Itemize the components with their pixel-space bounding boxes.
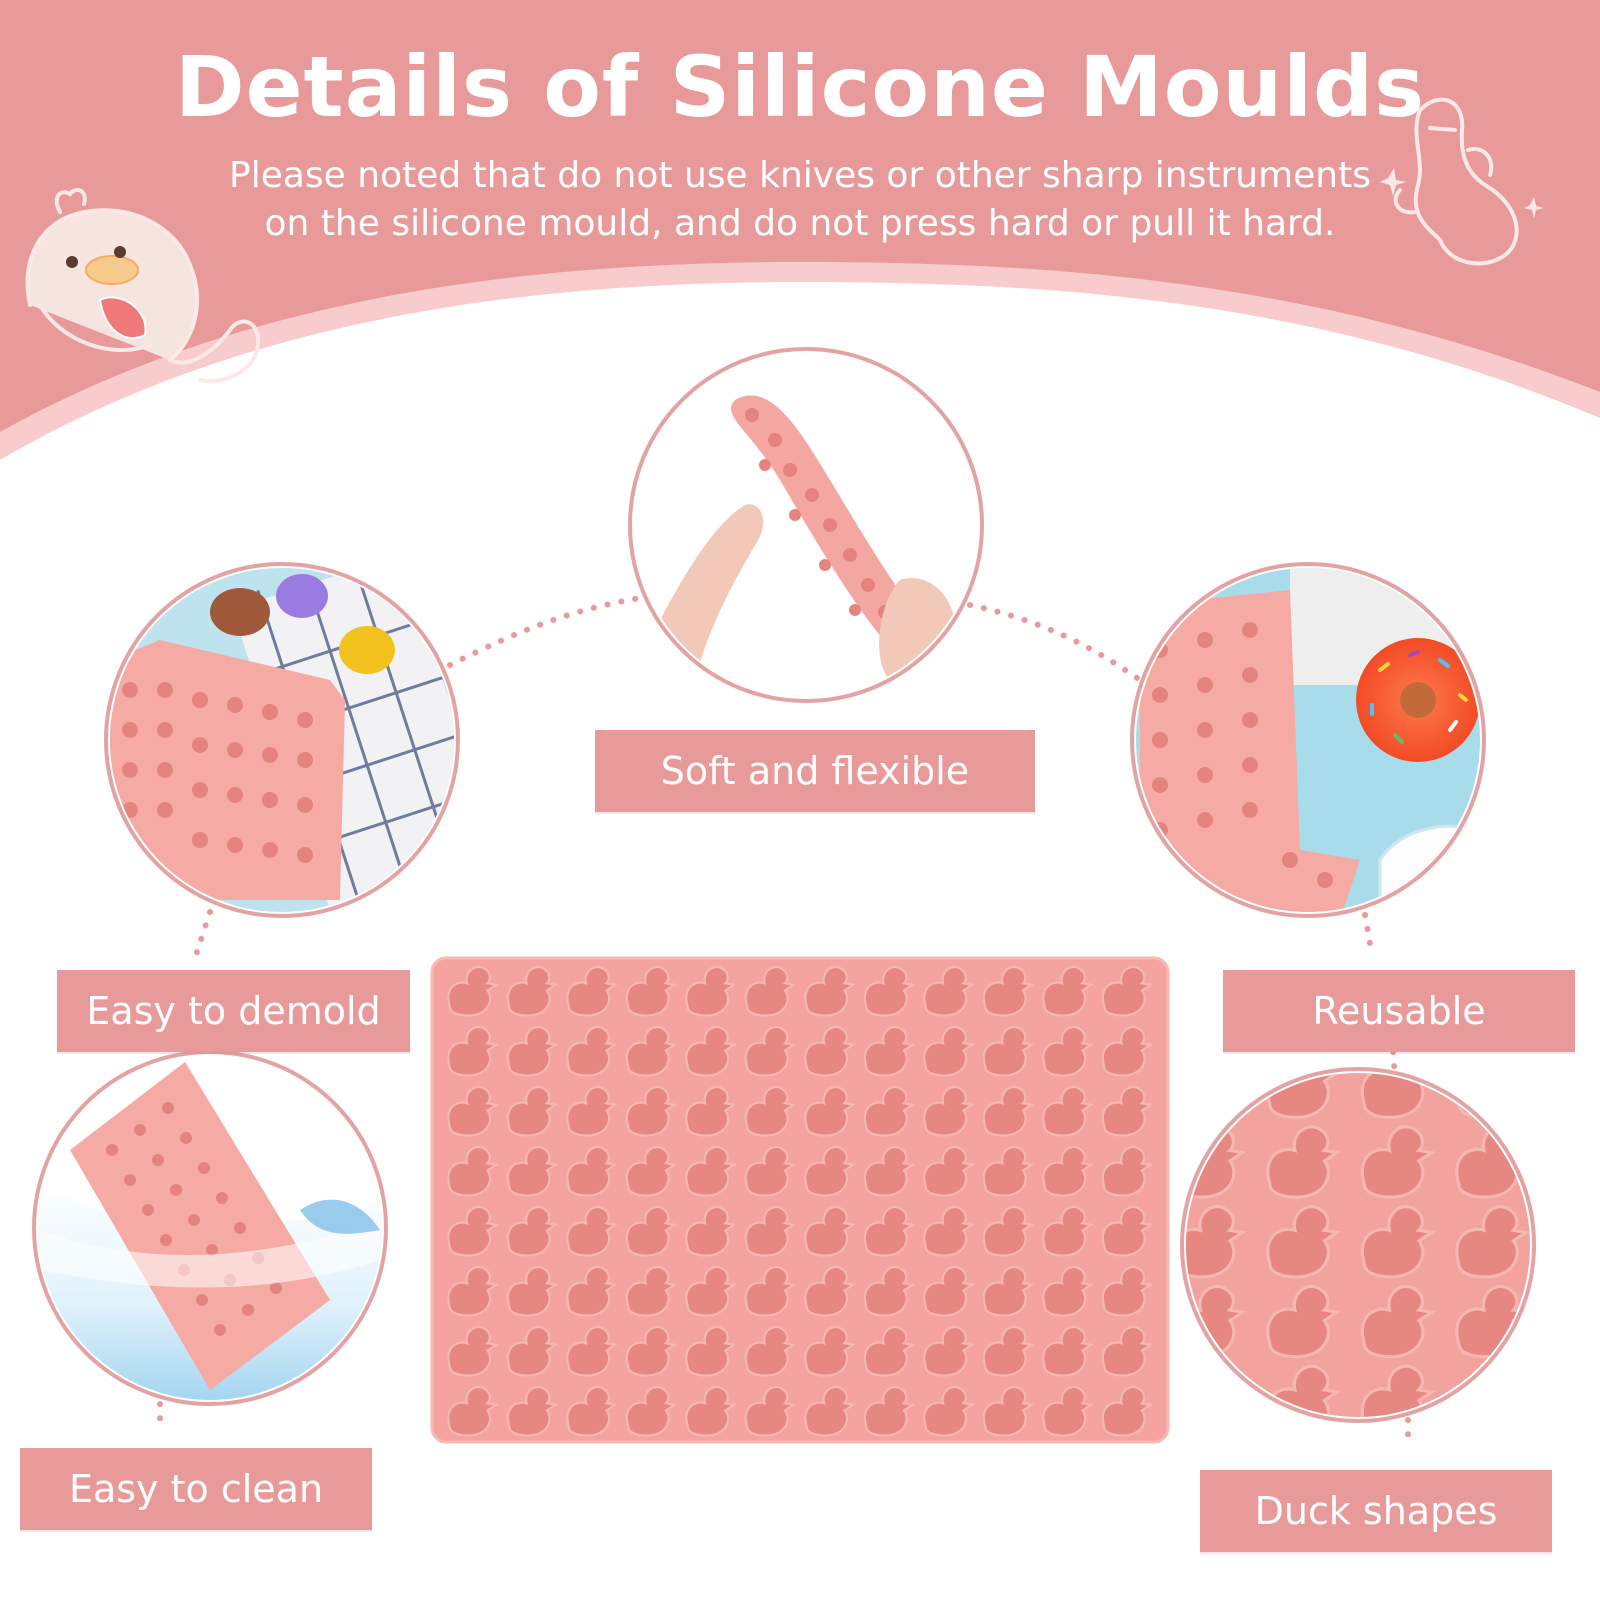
duck-doodle-right-icon [1380, 97, 1544, 266]
subtitle-line-1: Please noted that do not use knives or o… [229, 155, 1371, 196]
duck-doodle-left-icon [25, 187, 261, 383]
duck-shapes-photo [1180, 1067, 1536, 1423]
subtitle-line-2: on the silicone mould, and do not press … [264, 203, 1336, 244]
page-title: Details of Silicone Moulds [174, 38, 1426, 136]
flexible-mould-photo [628, 347, 984, 703]
label-duck-shapes: Duck shapes [1200, 1470, 1552, 1552]
label-reusable: Reusable [1223, 970, 1575, 1052]
label-easy-to-demold: Easy to demold [57, 970, 410, 1052]
header-banner [0, 0, 1600, 520]
label-easy-to-clean: Easy to clean [20, 1448, 372, 1530]
reusable-photo [1130, 562, 1486, 918]
main-silicone-mould [430, 956, 1170, 1444]
label-soft-and-flexible: Soft and flexible [595, 730, 1035, 812]
clean-photo [32, 1050, 388, 1406]
demold-photo [104, 562, 460, 918]
